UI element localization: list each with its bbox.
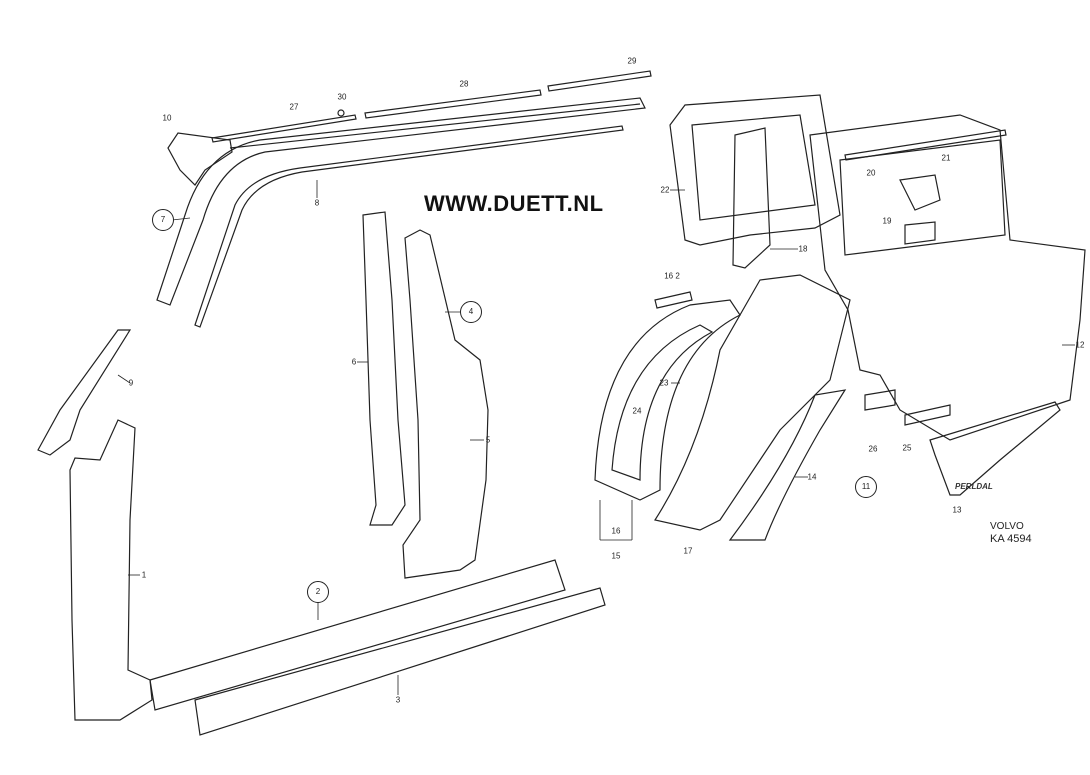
label-16: 16 [611,526,621,536]
label-26: 26 [868,444,878,454]
window-opening-rear [839,139,1006,256]
arch-14 [728,389,847,541]
inner-arch-17 [654,274,851,531]
drip-strip-27 [211,114,357,143]
windscreen-corner-10 [167,132,233,186]
catalog-number: KA 4594 [990,533,1032,545]
sill-3 [194,587,606,736]
label-16-2: 16 2 [664,271,680,281]
label-17: 17 [683,546,693,556]
drip-strip-29 [547,70,652,92]
window-opening [691,114,816,221]
label-27: 27 [289,102,299,112]
label-15: 15 [611,551,621,561]
trim-9 [37,329,132,456]
wheelhouse-23 [594,299,741,501]
drip-strip-28 [364,89,542,119]
label-6: 6 [351,357,357,367]
b-pillar-5 [402,229,489,579]
label-25: 25 [902,443,912,453]
label-3: 3 [395,695,401,705]
pillar-18 [732,127,771,269]
wheelhouse-inner-15 [611,324,714,481]
catalog-brand: VOLVO [990,521,1024,532]
label-23: 23 [659,378,669,388]
leader-lines [117,180,1075,695]
label-12: 12 [1075,340,1085,350]
label-29: 29 [627,56,637,66]
brace-25 [904,404,951,426]
callout-11: 11 [855,476,877,498]
clip-30 [337,109,345,117]
bracket-19 [904,221,936,245]
window-frame-22 [669,94,841,246]
label-22: 22 [660,185,670,195]
label-13: 13 [952,505,962,515]
rail-21 [844,129,1007,161]
sill-2 [149,559,566,711]
brace-26 [864,389,896,411]
catalog-code: VOLVO KA 4594 [990,520,1032,546]
label-18: 18 [798,244,808,254]
label-10: 10 [162,113,172,123]
b-pillar-6 [362,211,406,526]
label-8: 8 [314,198,320,208]
label-28: 28 [459,79,469,89]
label-1: 1 [141,570,147,580]
label-21: 21 [941,153,951,163]
rear-panel-13 [929,401,1061,496]
maker-mark: PERLDAL [955,482,993,491]
callout-4: 4 [460,301,482,323]
label-9: 9 [128,378,134,388]
watermark: WWW.DUETT.NL [424,191,604,216]
label-5: 5 [485,435,491,445]
callout-2: 2 [307,581,329,603]
side-panel-12 [809,114,1086,441]
bracket-20 [899,174,941,211]
drip-moulding-8 [194,125,624,328]
label-19: 19 [882,216,892,226]
a-pillar-1 [69,419,153,721]
label-30: 30 [337,92,347,102]
label-24: 24 [632,406,642,416]
label-20: 20 [866,168,876,178]
bracket-16b [654,291,693,309]
callout-7: 7 [152,209,174,231]
label-14: 14 [807,472,817,482]
roof-rail-7 [156,97,646,306]
